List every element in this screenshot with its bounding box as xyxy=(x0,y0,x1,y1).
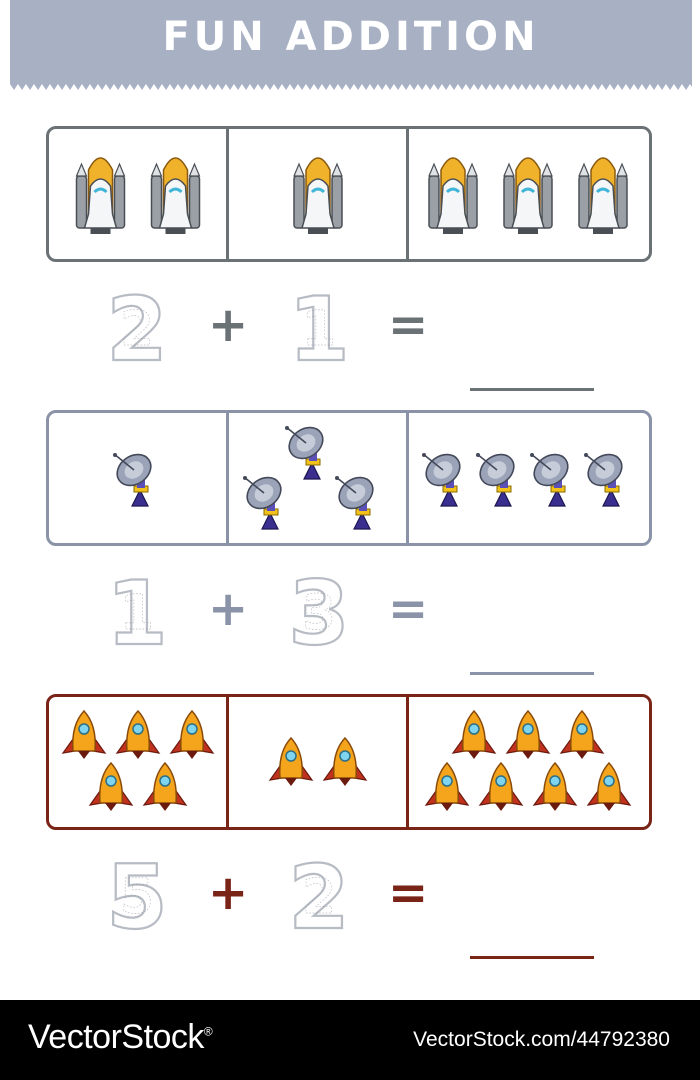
page-title: FUN ADDITION xyxy=(162,14,540,60)
svg-text:3: 3 xyxy=(302,585,336,641)
rocket-icon xyxy=(142,761,188,811)
problem-2-answer-line[interactable] xyxy=(470,672,594,675)
rocket-icon xyxy=(424,761,470,811)
problem-2-second-group xyxy=(229,413,407,543)
rocket-icon xyxy=(532,761,578,811)
problem-1-total-group xyxy=(409,129,647,259)
rocket-icon xyxy=(586,761,632,811)
space-shuttle-icon xyxy=(150,157,201,234)
space-shuttle-icon xyxy=(428,157,478,234)
rocket-icon xyxy=(268,736,314,786)
banner-zigzag-edge xyxy=(10,84,692,90)
equals-sign: = xyxy=(388,581,429,637)
space-shuttle-icon xyxy=(75,157,126,234)
svg-text:2: 2 xyxy=(302,869,336,925)
rocket-icon xyxy=(559,709,605,759)
problem-3-second-group xyxy=(229,697,407,827)
svg-text:1: 1 xyxy=(120,585,154,641)
equals-sign: = xyxy=(388,297,429,353)
problem-3-total-group xyxy=(409,697,647,827)
panel-divider xyxy=(226,129,229,259)
panel-divider xyxy=(406,697,409,827)
problem-3-answer-line[interactable] xyxy=(470,956,594,959)
svg-text:3: 3 xyxy=(288,566,349,656)
problem-3-first-group xyxy=(49,697,227,827)
panel-divider xyxy=(226,697,229,827)
problem-1-first-group xyxy=(49,129,227,259)
svg-text:1: 1 xyxy=(302,301,336,357)
problem-2-total-group xyxy=(409,413,647,543)
problem-2-picture-panel xyxy=(46,410,652,546)
plus-sign: + xyxy=(208,581,249,637)
rocket-icon xyxy=(115,709,161,759)
rocket-icon xyxy=(322,736,368,786)
plus-sign: + xyxy=(208,865,249,921)
svg-text:1: 1 xyxy=(106,566,167,656)
stock-id: VectorStock.com/44792380 xyxy=(413,1028,670,1051)
problem-3-picture-panel xyxy=(46,694,652,830)
rocket-icon xyxy=(61,709,107,759)
svg-text:2: 2 xyxy=(120,301,154,357)
satellite-dish-icon xyxy=(285,426,324,480)
panel-divider xyxy=(406,413,409,543)
svg-text:2: 2 xyxy=(106,282,167,372)
rocket-icon xyxy=(478,761,524,811)
satellite-dish-icon xyxy=(335,476,374,530)
problem-2-first-group xyxy=(49,413,227,543)
watermark-footer: VectorStock® VectorStock.com/44792380 xyxy=(0,1000,700,1080)
svg-text:2: 2 xyxy=(288,850,349,940)
rocket-icon xyxy=(451,709,497,759)
satellite-dish-icon xyxy=(584,453,623,507)
svg-text:5: 5 xyxy=(120,869,154,925)
problem-1-answer-line[interactable] xyxy=(470,388,594,391)
equals-sign: = xyxy=(388,865,429,921)
rocket-icon xyxy=(169,709,215,759)
title-banner xyxy=(10,0,692,84)
problem-1-second-group xyxy=(229,129,407,259)
panel-divider xyxy=(226,413,229,543)
satellite-dish-icon xyxy=(243,476,282,530)
satellite-dish-icon xyxy=(476,453,515,507)
rocket-icon xyxy=(88,761,134,811)
space-shuttle-icon xyxy=(578,157,628,234)
plus-sign: + xyxy=(208,297,249,353)
space-shuttle-icon xyxy=(293,157,343,234)
problem-1-picture-panel xyxy=(46,126,652,262)
satellite-dish-icon xyxy=(530,453,569,507)
space-shuttle-icon xyxy=(503,157,553,234)
satellite-dish-icon xyxy=(113,453,152,507)
satellite-dish-icon xyxy=(422,453,461,507)
svg-text:5: 5 xyxy=(106,850,167,940)
svg-text:1: 1 xyxy=(288,282,349,372)
vectorstock-logo: VectorStock® xyxy=(28,1018,213,1056)
rocket-icon xyxy=(505,709,551,759)
panel-divider xyxy=(406,129,409,259)
